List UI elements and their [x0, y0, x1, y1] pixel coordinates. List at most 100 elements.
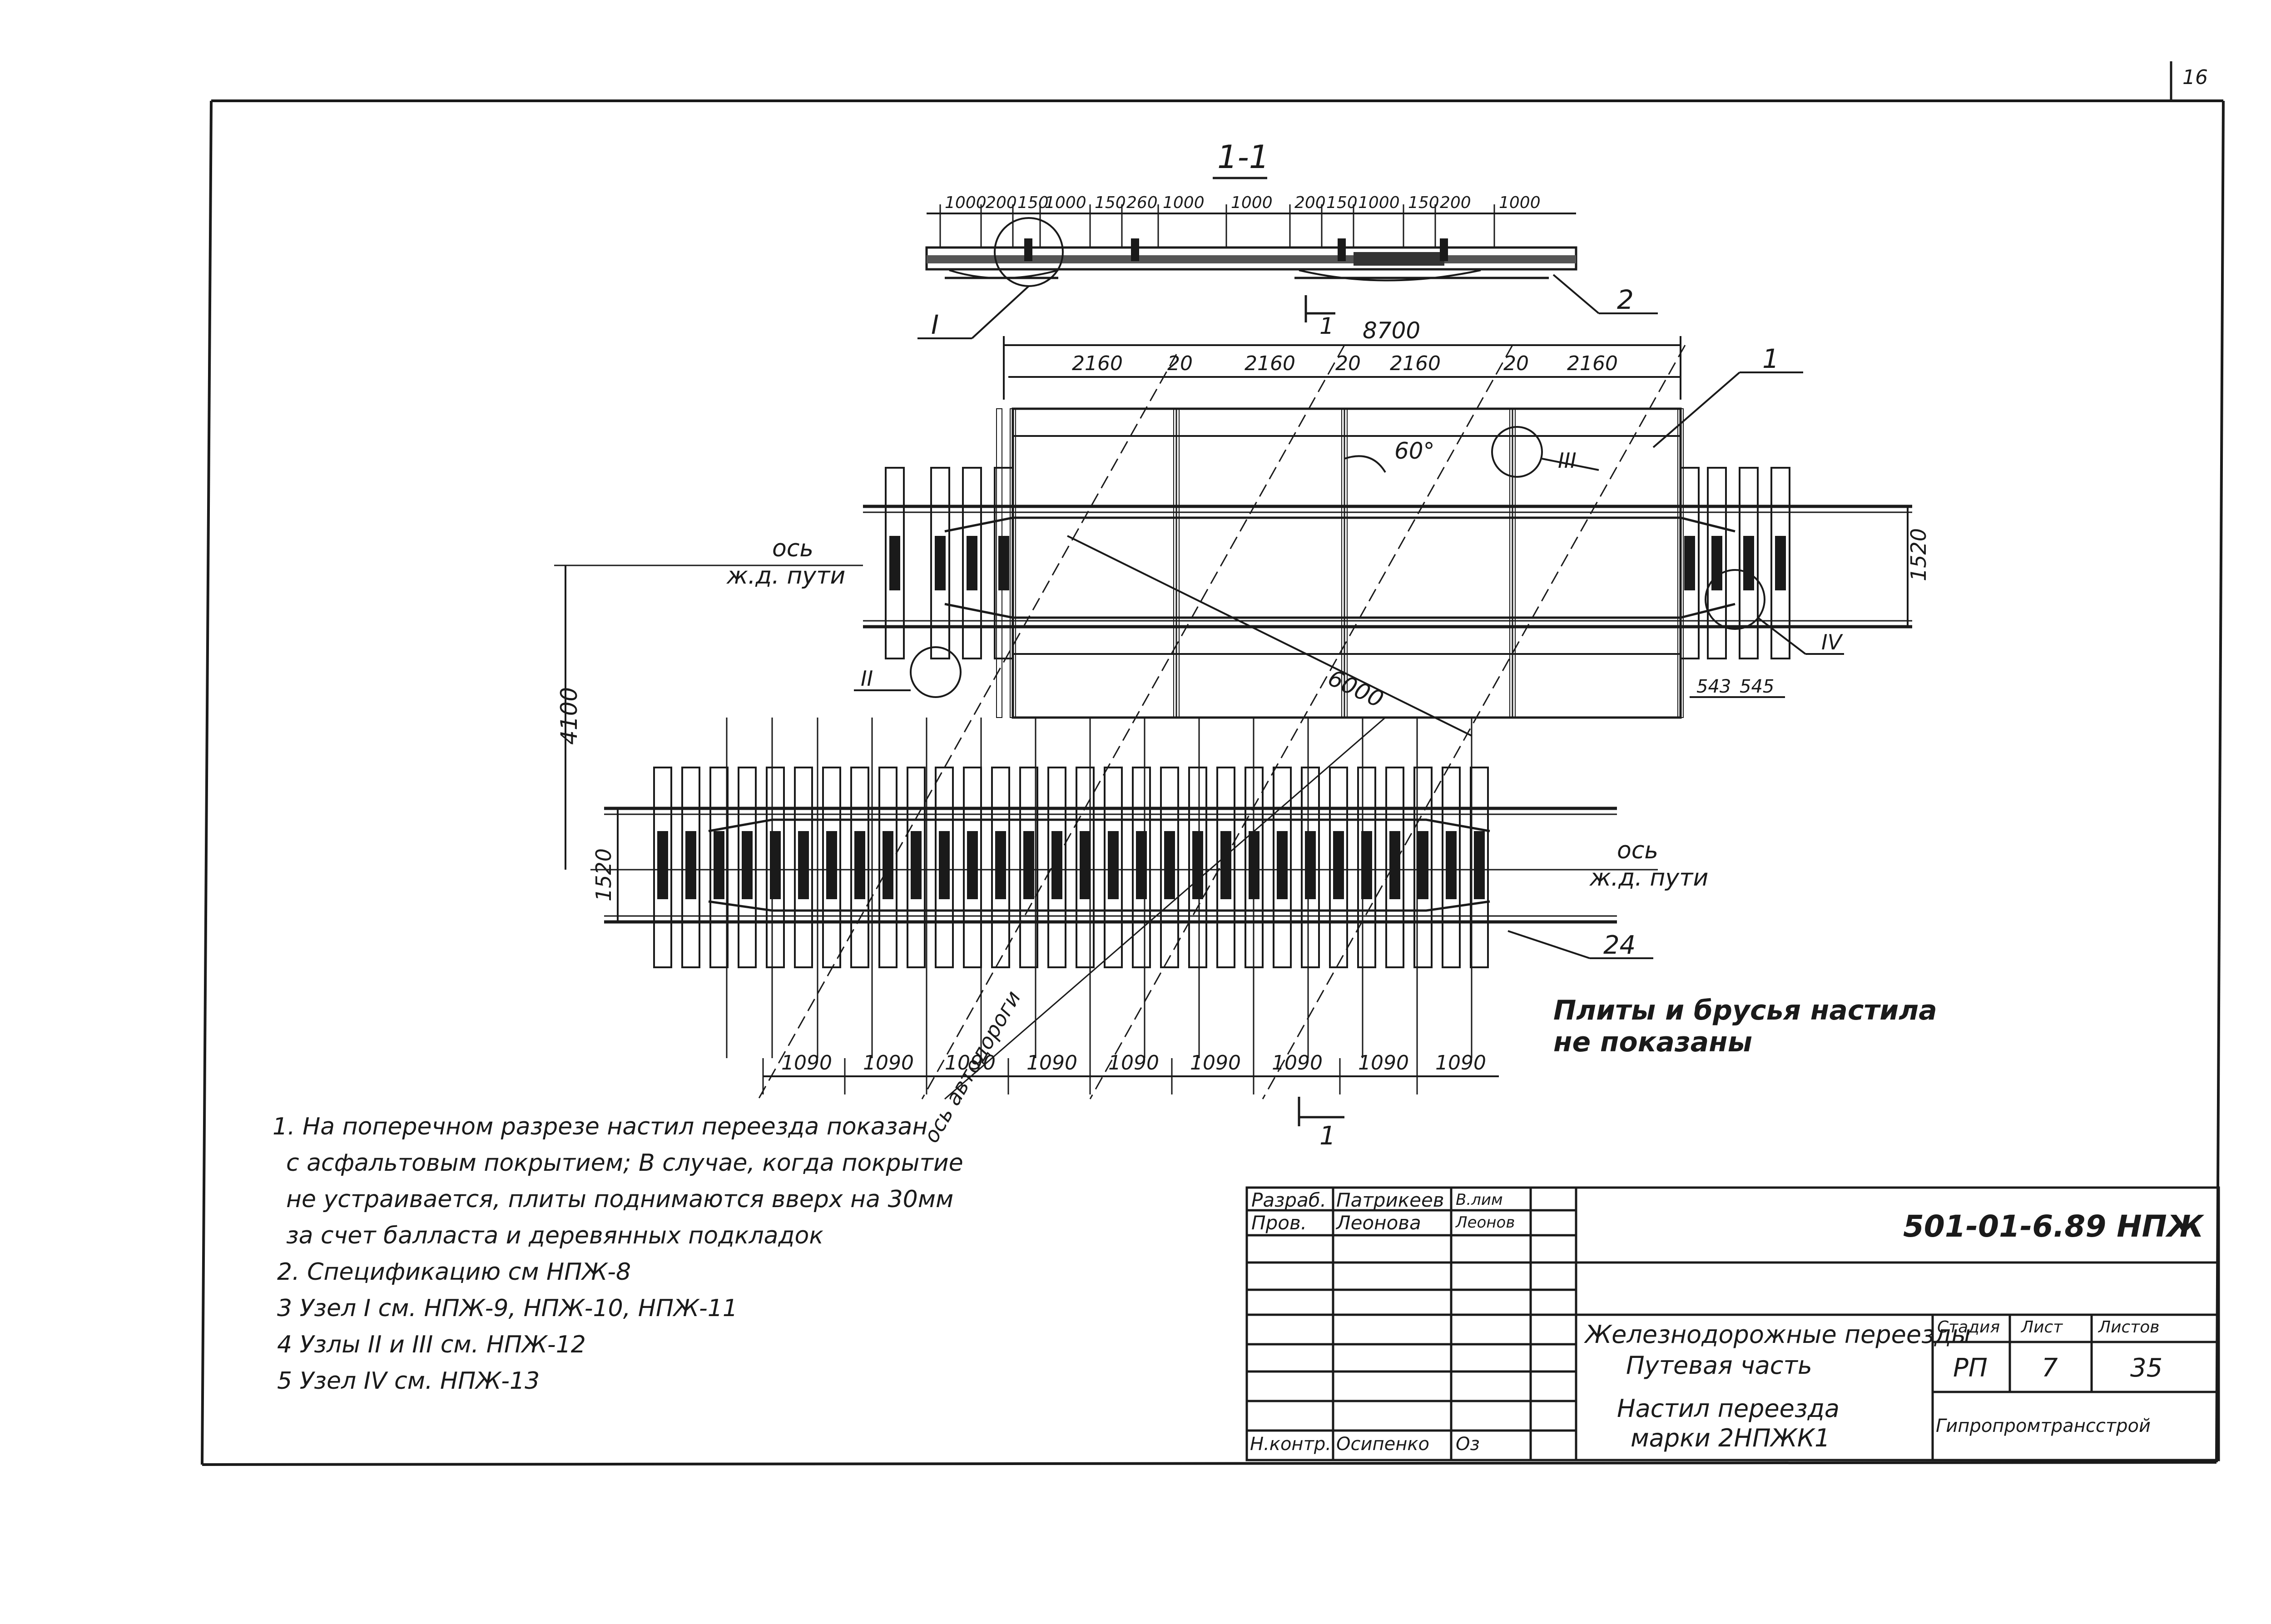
sleeper	[1132, 767, 1151, 968]
tb-title-line-4: марки 2НПЖК1	[1631, 1424, 1830, 1452]
sleeper-plate	[1023, 831, 1034, 899]
gauge-right: 1520	[1906, 528, 1931, 581]
tb-role-normcontrol: Н.контр.	[1250, 1434, 1331, 1455]
sleeper-plate	[1418, 831, 1428, 899]
sleeper-plate	[1775, 536, 1786, 590]
sleeper	[1273, 767, 1292, 968]
sleeper	[907, 767, 926, 968]
sleeper-spacing-label: 1090	[781, 1051, 832, 1074]
sleeper	[850, 767, 869, 968]
tb-stage: РП	[1953, 1353, 1988, 1383]
sleeper-plate	[911, 831, 922, 899]
tb-name-developer: Патрикеев	[1336, 1189, 1444, 1211]
sleeper-plate	[798, 831, 809, 899]
sleeper-plate	[714, 831, 724, 899]
sleeper-spacing-label: 1090	[1358, 1051, 1409, 1074]
sleeper-spacing-label: 1090	[945, 1051, 996, 1074]
sleeper-plate	[1474, 831, 1485, 899]
sleeper	[1301, 767, 1320, 968]
section-dim-label: 200	[986, 193, 1017, 212]
sleeper-plate	[1080, 831, 1091, 899]
section-dim-label: 260	[1126, 193, 1158, 212]
sheet-frame	[201, 61, 2225, 1466]
tb-name-normcontrol: Осипенко	[1336, 1434, 1430, 1455]
position-1-label: 1	[1762, 343, 1779, 374]
sleeper	[1216, 767, 1235, 968]
position-24-label: 24	[1603, 931, 1636, 960]
sleeper	[709, 767, 729, 968]
plan-dim-label: 2160	[1072, 352, 1123, 375]
sleeper-plate	[657, 831, 668, 899]
sleeper	[1680, 467, 1700, 659]
sleeper	[878, 767, 897, 968]
node-I-label: I	[931, 309, 939, 340]
sleeper	[935, 767, 954, 968]
sleeper	[1104, 767, 1123, 968]
sleeper-plate	[967, 536, 977, 590]
sleeper	[1019, 767, 1038, 968]
sleeper-plate	[1711, 536, 1722, 590]
note-1-line-1: 1. На поперечном разрезе настил переезда…	[273, 1113, 928, 1140]
section-dim-label: 1000	[945, 193, 987, 212]
sleeper	[991, 767, 1010, 968]
gauge-left: 1520	[591, 848, 616, 901]
note-2: 2. Спецификацию см НПЖ-8	[277, 1258, 631, 1286]
tb-doc-code: 501-01-6.89 НПЖ	[1903, 1209, 2204, 1244]
section-dim-label: 1000	[1163, 193, 1205, 212]
deck-joint	[1341, 408, 1348, 718]
overall-dimension: 8700	[1363, 317, 1420, 344]
sleeper-plate	[1277, 831, 1288, 899]
tb-sheet-header: Лист	[2021, 1318, 2063, 1337]
tb-name-checker: Леонова	[1336, 1212, 1421, 1234]
section-dim-label: 150	[1408, 193, 1439, 212]
plan-dim-label: 20	[1503, 352, 1529, 375]
sleeper	[1470, 767, 1489, 968]
section-dim-label: 150	[1017, 193, 1049, 212]
sleeper-spacing-label: 1090	[1108, 1051, 1159, 1074]
sleeper-plate	[939, 831, 950, 899]
sleeper-plate	[742, 831, 753, 899]
note-1-line-4: за счет балласта и деревянных подкладок	[286, 1222, 823, 1249]
tb-title-line-2: Путевая часть	[1626, 1351, 1812, 1380]
plan-dim-label: 2160	[1567, 352, 1618, 375]
small-dim-2: 545	[1740, 676, 1774, 697]
sleeper	[1739, 467, 1759, 659]
not-shown-note-1: Плиты и брусья настила	[1553, 995, 1937, 1026]
sleeper-plate	[1220, 831, 1231, 899]
deck-joint	[1677, 408, 1684, 718]
tb-organization: Гипропромтрансстрой	[1936, 1416, 2151, 1436]
sleeper-plate	[1305, 831, 1316, 899]
axis-label-upper-2: ж.д. пути	[726, 562, 845, 589]
deck-joint	[1509, 408, 1516, 718]
sleeper-plate	[1333, 831, 1344, 899]
tb-sheet-no: 7	[2042, 1353, 2058, 1383]
sleeper	[1707, 467, 1727, 659]
sleeper	[1357, 767, 1376, 968]
sleeper	[1076, 767, 1095, 968]
position-2-label: 2	[1617, 284, 1634, 315]
section-title: 1-1	[1217, 139, 1269, 176]
sleeper-plate	[1164, 831, 1175, 899]
sleeper	[1160, 767, 1179, 968]
angle-label: 60°	[1394, 438, 1435, 464]
node-II-label: II	[861, 666, 873, 691]
sleeper	[1188, 767, 1207, 968]
deck-joint	[1173, 408, 1180, 718]
sleeper-plate	[1684, 536, 1695, 590]
sleeper-plate	[889, 536, 900, 590]
upper-track-sleepers	[885, 408, 1790, 718]
tb-sig-normcontrol: Оз	[1456, 1434, 1480, 1455]
section-dim-label: 1000	[1358, 193, 1400, 212]
section-dim-label: 1000	[1231, 193, 1273, 212]
sleeper-spacing-label: 1090	[863, 1051, 914, 1074]
sleeper-plate	[1743, 536, 1754, 590]
sleeper	[766, 767, 785, 968]
lower-track-sleepers	[653, 718, 1489, 1058]
sleeper-plate	[935, 536, 946, 590]
